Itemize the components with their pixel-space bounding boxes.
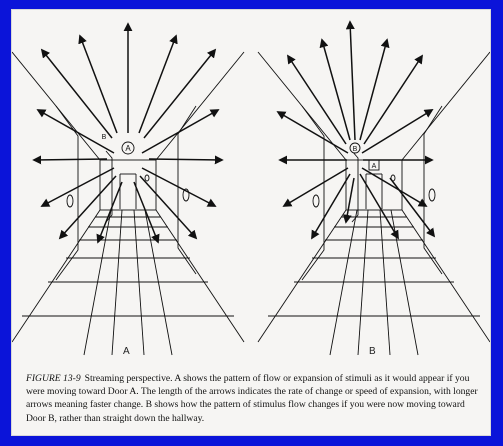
flow-arrow-a-13 [96, 181, 123, 244]
flow-arrow-b-3 [287, 54, 347, 145]
flow-arrow-a-6 [141, 109, 220, 154]
panel-a-door-a-letter: A [125, 144, 131, 153]
flow-arrow-a-2 [138, 34, 178, 134]
flow-arrow-a-14 [133, 181, 160, 244]
book-page: A B [12, 10, 490, 435]
panel-a-door-b-letter: B [102, 134, 107, 141]
flow-arrow-b-0 [345, 20, 356, 141]
flow-arrow-b-6 [361, 109, 434, 154]
flow-arrow-a-12 [139, 175, 198, 240]
panel-b-door-b-letter: B [353, 146, 358, 153]
flow-arrow-a-7 [32, 155, 108, 165]
panel-a-drawing [12, 51, 245, 356]
figure-number: FIGURE 13-9 [26, 373, 81, 384]
flow-arrow-b-4 [363, 54, 423, 145]
flow-arrow-b-12 [359, 173, 399, 240]
panel-b-label: B [369, 346, 376, 357]
flow-arrow-b-11 [311, 173, 351, 240]
hallway-figure: A B [12, 20, 490, 356]
flow-arrow-a-1 [78, 34, 118, 134]
panel-a-door-labels: A B [102, 134, 135, 155]
flow-arrow-a-3 [40, 48, 113, 139]
flow-arrow-b-14 [389, 177, 436, 238]
flow-arrow-a-8 [148, 155, 224, 165]
panel-b-drawing [257, 51, 490, 356]
flow-arrow-b-13 [342, 177, 355, 224]
flow-arrow-a-9 [40, 167, 115, 207]
panel-b-door-labels: B A [349, 142, 377, 170]
flow-arrow-a-4 [143, 48, 217, 139]
flow-arrow-a-5 [36, 109, 115, 154]
flow-arrow-b-1 [319, 38, 351, 141]
flow-arrow-b-5 [276, 111, 349, 154]
flow-arrow-a-11 [58, 175, 117, 240]
flow-arrow-a-10 [141, 167, 217, 207]
flow-arrow-b-9 [282, 167, 349, 207]
caption-text: Streaming perspective. A shows the patte… [26, 373, 478, 424]
flow-arrow-b-2 [359, 38, 390, 141]
panel-b-door-a-letter: A [372, 163, 377, 170]
flow-arrow-b-10 [361, 167, 428, 207]
panel-a-label: A [123, 346, 130, 357]
